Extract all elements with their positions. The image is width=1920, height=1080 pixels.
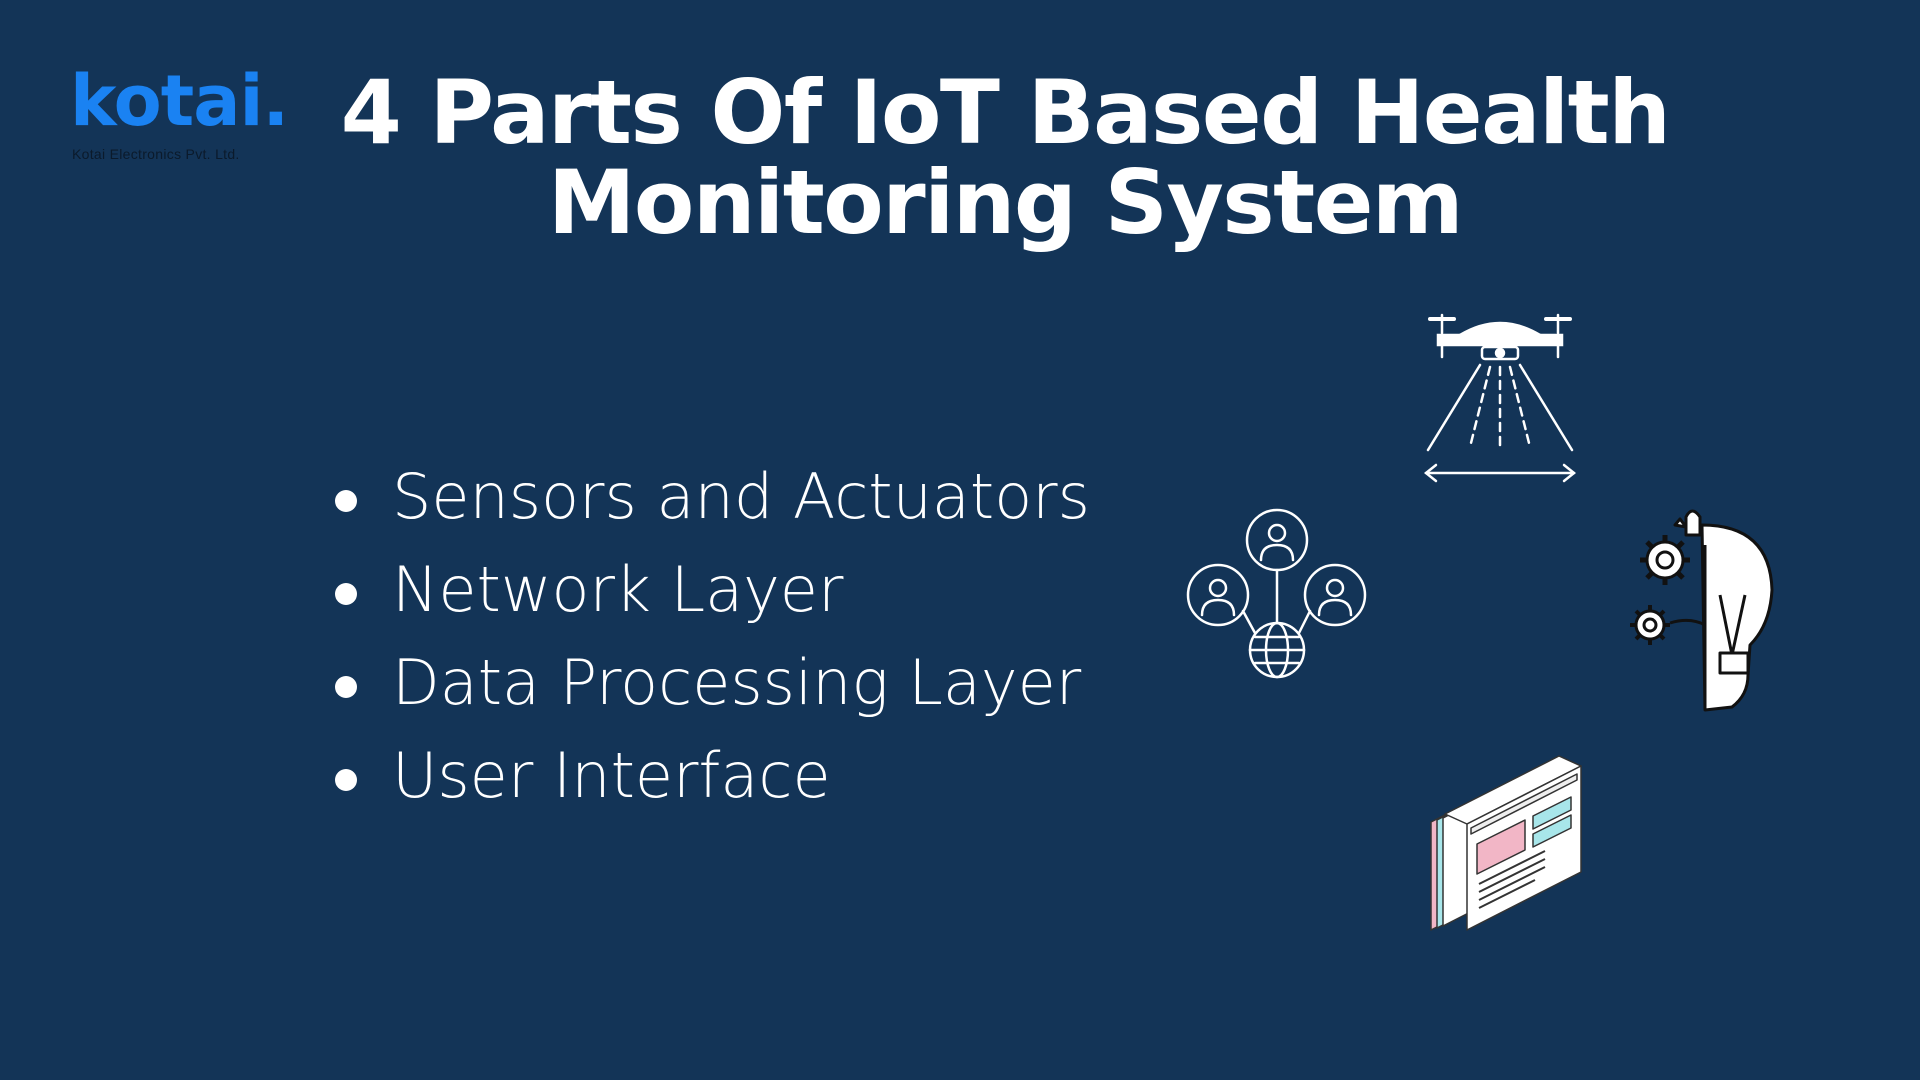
bullet-dot [335, 583, 357, 605]
list-item-label: Data Processing Layer [392, 646, 1082, 719]
list-item: User Interface [330, 729, 1090, 822]
bullet-dot [335, 676, 357, 698]
list-item: Data Processing Layer [330, 636, 1090, 729]
list-item: Network Layer [330, 543, 1090, 636]
title-line-2: Monitoring System [547, 151, 1464, 254]
drone-icon [1420, 305, 1585, 485]
logo-wordmark: kotai. [70, 60, 289, 142]
list-item-label: User Interface [392, 739, 831, 812]
list-item-label: Sensors and Actuators [392, 460, 1090, 533]
brain-gears-icon [1620, 505, 1780, 725]
web-interface-icon [1425, 752, 1590, 932]
company-logo: kotai. Kotai Electronics Pvt. Ltd. [70, 66, 289, 170]
bullet-dot [335, 769, 357, 791]
list-item-label: Network Layer [392, 553, 844, 626]
bullet-dot [335, 490, 357, 512]
parts-list: Sensors and Actuators Network Layer Data… [330, 450, 1090, 822]
logo-subtitle: Kotai Electronics Pvt. Ltd. [72, 146, 240, 162]
list-item: Sensors and Actuators [330, 450, 1090, 543]
network-icon [1185, 505, 1375, 685]
page-title: 4 Parts Of IoT Based Health Monitoring S… [300, 68, 1710, 248]
title-line-1: 4 Parts Of IoT Based Health [340, 61, 1671, 164]
